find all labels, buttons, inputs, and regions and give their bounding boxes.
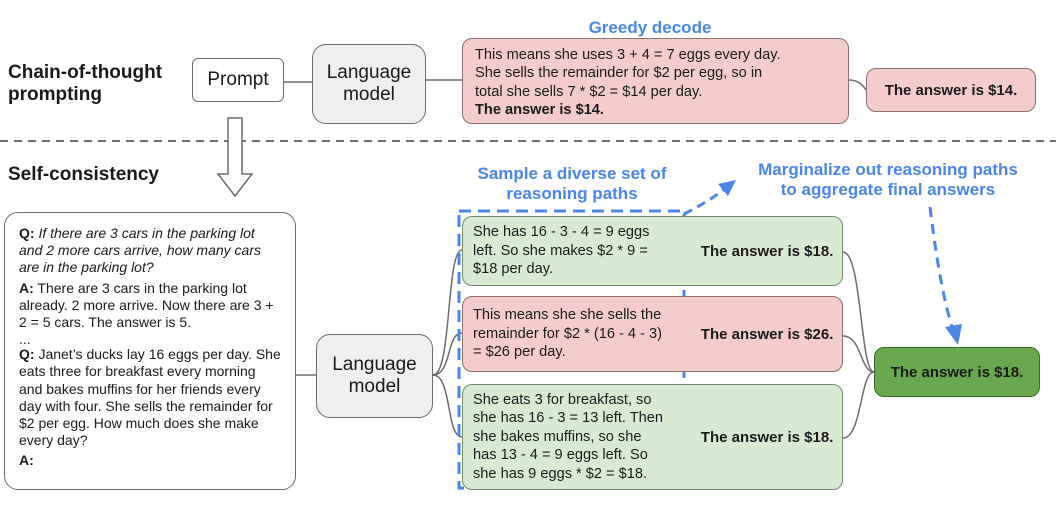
- blue-arrow-to-marginalize: [683, 186, 727, 216]
- path-1-line: She has 16 - 3 - 4 = 9 eggs: [473, 224, 650, 241]
- connector-path3-final: [842, 371, 875, 439]
- language-model-label-bottom: Language model: [332, 354, 417, 397]
- path-3-line: she bakes muffins, so she: [473, 428, 642, 445]
- path-3-line: She eats 3 for breakfast, so: [473, 391, 652, 408]
- language-model-box-top: Language model: [312, 44, 426, 124]
- reasoning-path-2: This means she she sells the remainder f…: [462, 296, 843, 372]
- path-2-reasoning: This means she she sells the remainder f…: [463, 306, 692, 361]
- blue-arrowhead-final: [945, 324, 962, 345]
- blue-arrowhead-marginalize: [718, 180, 736, 196]
- path-1-line: $18 per day.: [473, 261, 554, 278]
- greedy-line-1: This means she uses 3 + 4 = 7 eggs every…: [475, 47, 781, 63]
- path-3-line: she has 9 eggs * $2 = $18.: [473, 465, 648, 482]
- language-model-box-bottom: Language model: [316, 334, 433, 418]
- aggregated-final-answer-text: The answer is $18.: [890, 363, 1024, 381]
- ellipsis: ...: [19, 331, 31, 348]
- greedy-line-2: She sells the remainder for $2 per egg, …: [475, 65, 763, 82]
- path-3-line: has 13 - 4 = 9 eggs left. So: [473, 447, 648, 464]
- q-prefix-2: Q:: [19, 346, 35, 363]
- language-model-label-top: Language model: [326, 62, 412, 105]
- a-prefix-1: A:: [19, 279, 34, 296]
- path-1-answer: The answer is $18.: [700, 242, 834, 260]
- aggregated-final-answer: The answer is $18.: [874, 347, 1040, 397]
- greedy-final-answer-text: The answer is $14.: [884, 81, 1018, 99]
- path-2-line: remainder for $2 * (16 - 4 - 3): [473, 325, 662, 342]
- question-2: Janet’s ducks lay 16 eggs per day. She e…: [19, 346, 281, 449]
- path-3-reasoning: She eats 3 for breakfast, so she has 16 …: [463, 391, 692, 483]
- cot-heading: Chain-of-thought prompting: [8, 62, 163, 105]
- path-2-line: = $26 per day.: [473, 344, 566, 361]
- answer-1: There are 3 cars in the parking lot alre…: [19, 279, 274, 331]
- blue-arrow-to-final: [928, 206, 955, 331]
- few-shot-prompt-panel: Q: If there are 3 cars in the parking lo…: [4, 212, 296, 490]
- question-1: If there are 3 cars in the parking lot a…: [19, 225, 261, 276]
- greedy-answer-line: The answer is $14.: [475, 102, 604, 119]
- reasoning-path-3: She eats 3 for breakfast, so she has 16 …: [462, 384, 843, 490]
- greedy-decode-box: This means she uses 3 + 4 = 7 eggs every…: [462, 38, 849, 124]
- path-3-line: she has 16 - 3 = 13 left. Then: [473, 410, 663, 427]
- q-prefix-1: Q:: [19, 225, 35, 241]
- connector-greedy-answer: [848, 79, 867, 91]
- a-prefix-final: A:: [19, 452, 34, 469]
- prompt-label: Prompt: [207, 69, 269, 90]
- marginalize-label: Marginalize out reasoning paths to aggre…: [758, 160, 1018, 199]
- self-consistency-heading: Self-consistency: [8, 164, 159, 185]
- connector-lm-path1: [432, 249, 463, 376]
- path-1-line: left. So she makes $2 * 9 =: [473, 242, 648, 259]
- connector-path1-final: [842, 251, 875, 373]
- path-1-reasoning: She has 16 - 3 - 4 = 9 eggs left. So she…: [463, 223, 692, 278]
- greedy-line-3: total she sells 7 * $2 = $14 per day.: [475, 83, 703, 100]
- path-2-line: This means she she sells the: [473, 307, 662, 324]
- greedy-final-answer: The answer is $14.: [866, 68, 1036, 112]
- greedy-decode-title: Greedy decode: [588, 18, 712, 37]
- hollow-down-arrow: [216, 117, 254, 198]
- sample-paths-label: Sample a diverse set of reasoning paths: [477, 164, 667, 203]
- reasoning-path-1: She has 16 - 3 - 4 = 9 eggs left. So she…: [462, 216, 843, 286]
- connector-path2-final: [842, 335, 875, 373]
- prompt-box: Prompt: [192, 58, 284, 102]
- path-3-answer: The answer is $18.: [700, 428, 834, 446]
- path-2-answer: The answer is $26.: [700, 325, 834, 343]
